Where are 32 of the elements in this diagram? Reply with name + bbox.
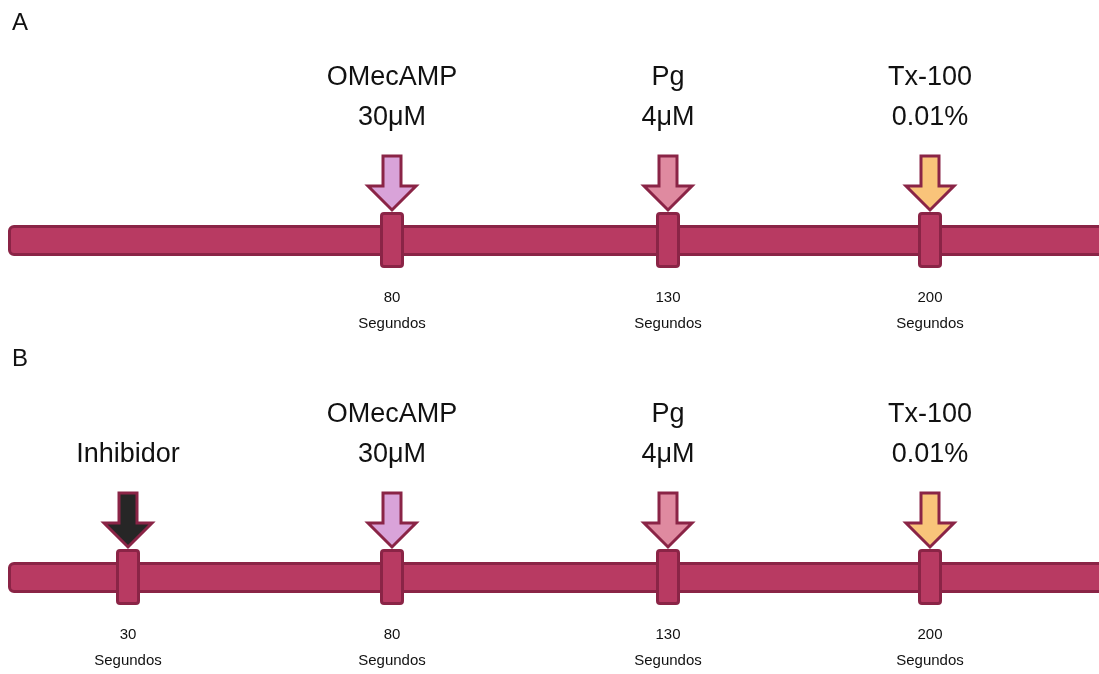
block-arrow — [640, 154, 696, 213]
panel-letter: A — [12, 8, 28, 36]
time-label: 80 Segundos — [358, 287, 426, 333]
time-label: 30 Segundos — [94, 624, 162, 670]
reagent-label: Pg 4μM — [641, 56, 695, 156]
panel-letter: B — [12, 344, 28, 372]
time-marker — [380, 549, 404, 605]
time-marker — [918, 212, 942, 268]
timeline-bar — [8, 562, 1099, 593]
time-marker — [380, 212, 404, 268]
reagent-label: Tx-100 0.01% — [888, 393, 972, 493]
block-arrow — [902, 491, 958, 550]
time-label: 130 Segundos — [634, 287, 702, 333]
reagent-label: Pg 4μM — [641, 393, 695, 493]
block-arrow — [364, 491, 420, 550]
time-label: 80 Segundos — [358, 624, 426, 670]
time-label: 200 Segundos — [896, 287, 964, 333]
block-arrow — [364, 154, 420, 213]
time-label: 200 Segundos — [896, 624, 964, 670]
reagent-label: OMecAMP 30μM — [326, 56, 458, 156]
time-marker — [656, 549, 680, 605]
time-marker — [918, 549, 942, 605]
reagent-label: Inhibidor — [76, 433, 180, 493]
time-marker — [656, 212, 680, 268]
block-arrow — [100, 491, 156, 550]
block-arrow — [902, 154, 958, 213]
time-label: 130 Segundos — [634, 624, 702, 670]
timeline-bar — [8, 225, 1099, 256]
reagent-label: OMecAMP 30μM — [326, 393, 458, 493]
reagent-label: Tx-100 0.01% — [888, 56, 972, 156]
time-marker — [116, 549, 140, 605]
block-arrow — [640, 491, 696, 550]
